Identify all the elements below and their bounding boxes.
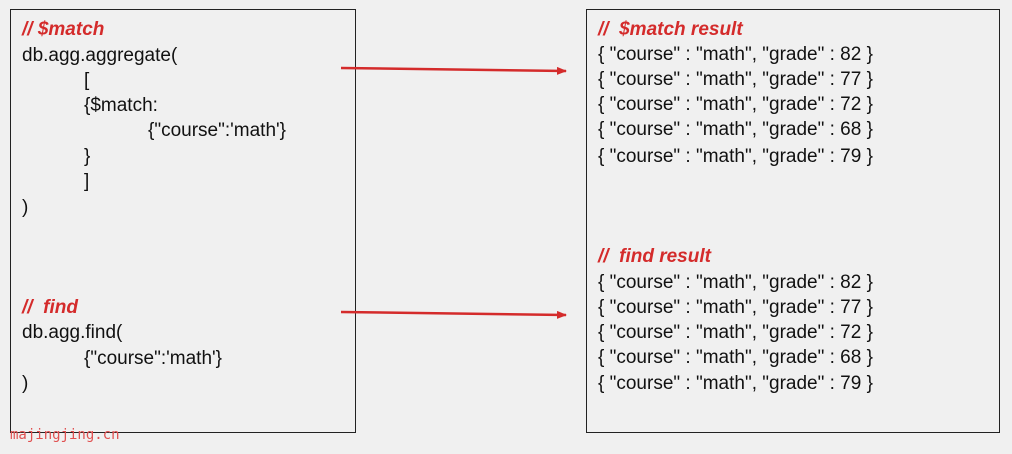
result-panel <box>586 9 1000 433</box>
find-line-2: {"course":'math'} <box>84 348 222 369</box>
match-result-row-4: { "course" : "math", "grade" : 68 } <box>598 119 873 140</box>
arrow-match <box>340 66 567 75</box>
match-result-row-1: { "course" : "math", "grade" : 82 } <box>598 44 873 65</box>
aggregate-line-7: ) <box>22 197 29 218</box>
aggregate-line-2: [ <box>84 70 90 91</box>
aggregate-line-6: ] <box>84 171 90 192</box>
match-result-row-3: { "course" : "math", "grade" : 72 } <box>598 94 873 115</box>
find-result-row-1: { "course" : "math", "grade" : 82 } <box>598 272 873 293</box>
find-line-1: db.agg.find( <box>22 322 123 343</box>
match-comment: // $match <box>22 19 105 40</box>
aggregate-line-5: } <box>84 146 91 167</box>
match-result-title: // $match result <box>598 19 743 40</box>
find-result-title: // find result <box>598 246 711 267</box>
aggregate-line-1: db.agg.aggregate( <box>22 45 178 66</box>
aggregate-line-3: {$match: <box>84 95 158 116</box>
find-line-3: ) <box>22 373 29 394</box>
arrow-find <box>340 310 567 319</box>
find-comment: // find <box>22 297 78 318</box>
find-result-row-3: { "course" : "math", "grade" : 72 } <box>598 322 873 343</box>
watermark: majingjing.cn <box>10 427 120 443</box>
find-result-row-4: { "course" : "math", "grade" : 68 } <box>598 347 873 368</box>
match-result-row-2: { "course" : "math", "grade" : 77 } <box>598 69 873 90</box>
aggregate-line-4: {"course":'math'} <box>148 120 286 141</box>
query-panel <box>10 9 356 433</box>
find-result-row-5: { "course" : "math", "grade" : 79 } <box>598 373 873 394</box>
match-result-row-5: { "course" : "math", "grade" : 79 } <box>598 146 873 167</box>
find-result-row-2: { "course" : "math", "grade" : 77 } <box>598 297 873 318</box>
